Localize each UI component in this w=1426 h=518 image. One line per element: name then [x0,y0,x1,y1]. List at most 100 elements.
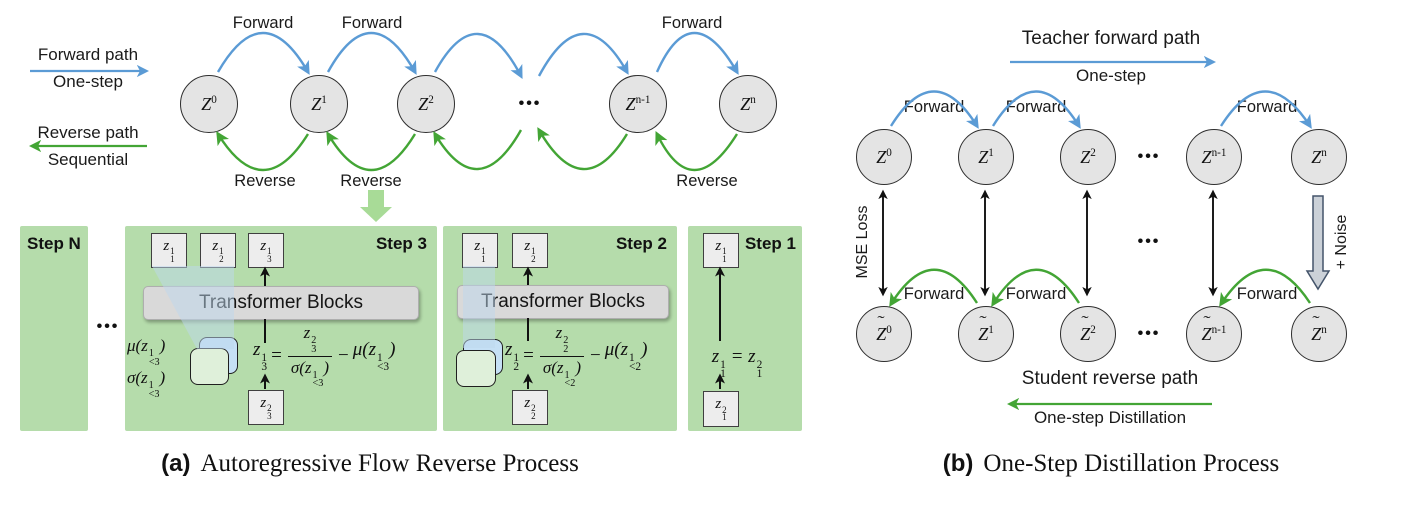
step-3-title: Step 3 [375,234,427,253]
eq-sign: = [271,345,282,366]
node-label: Z2 [1080,146,1096,167]
step-1-title: Step 1 [744,234,796,253]
teacher-node-z2: Z2 [1060,129,1116,185]
forward-arc [326,32,417,75]
student-node-z2: Z2 [1060,306,1116,362]
student-row-ellipsis: ••• [1137,325,1161,342]
node-label: Zn-1 [1202,324,1227,345]
reverse-arc [326,131,417,172]
latent-node-z1: Z1 [290,75,348,133]
caption-a-tag: (a) [161,450,191,477]
latent-node-zn-1: Zn-1 [609,75,667,133]
node-label: Z0 [201,93,217,114]
node-label: Zn [740,93,756,114]
teacher-node-z0: Z0 [856,129,912,185]
legend-reverse-path-label: Reverse path [37,123,139,142]
caption-b: (b) One-Step Distillation Process [866,450,1356,478]
legend-one-step-label: One-step [53,72,123,91]
forward-arc-label: Forward [1005,285,1067,303]
step-n-panel: Step N [20,226,88,431]
legend-sequential-label: Sequential [47,150,129,169]
middle-ellipsis: ••• [1137,233,1161,250]
stat-card-front [456,350,496,387]
teacher-node-z1: Z1 [958,129,1014,185]
node-label: Zn [1311,146,1327,167]
teacher-node-zn-1: Zn-1 [1186,129,1242,185]
step-2-title: Step 2 [615,234,667,253]
eq-minus: − [338,345,349,366]
student-node-zn-1: Zn-1 [1186,306,1242,362]
chain-ellipsis: ••• [518,95,542,112]
node-label: Z0 [876,146,892,167]
eq-minus: − [590,345,601,366]
node-label: Z1 [311,93,327,114]
forward-arc-label: Forward [1236,285,1298,303]
forward-arc-label: Forward [232,14,294,32]
node-label: Zn [1311,324,1327,345]
student-reverse-path-title: Student reverse path [1021,368,1199,389]
caption-b-tag: (b) [942,450,974,477]
forward-arc-label: Forward [1236,98,1298,116]
forward-arc [537,32,629,77]
latent-node-z0: Z0 [180,75,238,133]
reverse-arc-label: Reverse [340,172,402,190]
caption-b-text: One-Step Distillation Process [983,450,1280,477]
forward-arc [216,32,310,75]
steps-ellipsis: ••• [96,318,120,335]
eq-sign: = [523,345,534,366]
caption-a: (a) Autoregressive Flow Reverse Process [115,450,625,478]
reverse-arc [433,129,523,171]
step-n-title: Step N [27,234,81,253]
reverse-arc-label: Reverse [234,172,296,190]
forward-arc [655,31,739,75]
plus-noise-arrow [1305,195,1331,291]
transformer-blocks-step3: Transformer Blocks [143,286,419,320]
forward-arc [433,32,523,79]
stat-card-front [190,348,229,385]
node-label: Z0 [876,324,892,345]
student-node-z0: Z0 [856,306,912,362]
caption-a-text: Autoregressive Flow Reverse Process [200,450,579,477]
forward-arc-label: Forward [903,285,965,303]
student-one-step-distillation-label: One-step Distillation [1033,408,1187,427]
forward-arc-label: Forward [341,14,403,32]
zoom-down-arrow [360,190,392,222]
transformer-blocks-step2: Transformer Blocks [457,285,669,319]
teacher-row-ellipsis: ••• [1137,148,1161,165]
node-label: Z2 [1080,324,1096,345]
node-label: Z1 [978,146,994,167]
forward-arc-label: Forward [903,98,965,116]
node-label: Z2 [418,93,434,114]
